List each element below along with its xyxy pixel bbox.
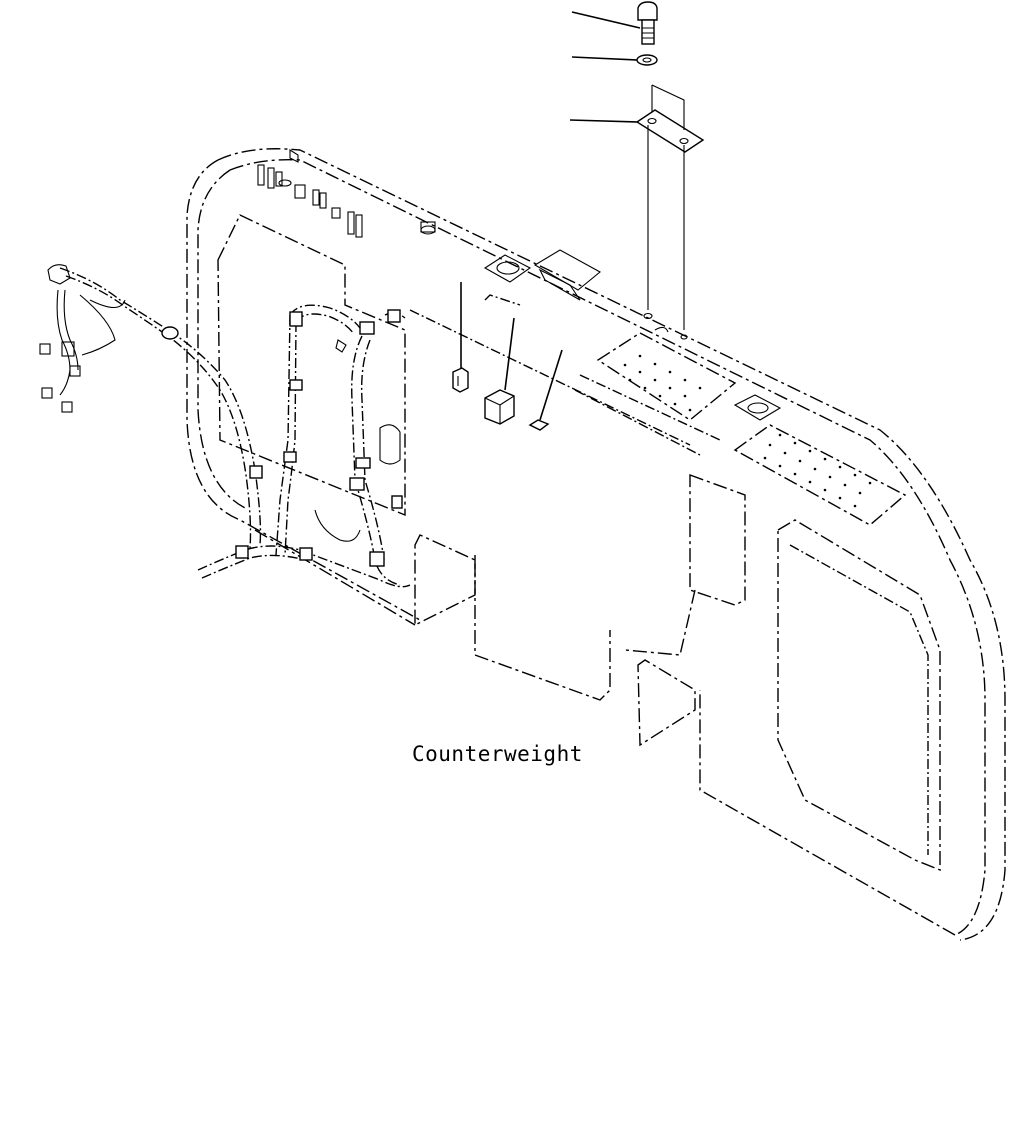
wiring-harness-icon: [39, 264, 411, 588]
plate-icon: [569, 84, 705, 340]
screw-icon: [528, 349, 563, 431]
washer-icon: [571, 54, 658, 66]
non-slip-pad-icon: [596, 332, 907, 526]
fittings-icon: [257, 149, 436, 238]
counterweight-body: [186, 148, 1006, 941]
counterweight-label: Counterweight: [412, 742, 583, 766]
lifting-pad-icon: [483, 249, 782, 421]
bolt-icon: [571, 1, 658, 45]
clip-icon: [452, 282, 469, 393]
connector-block-icon: [484, 317, 515, 425]
